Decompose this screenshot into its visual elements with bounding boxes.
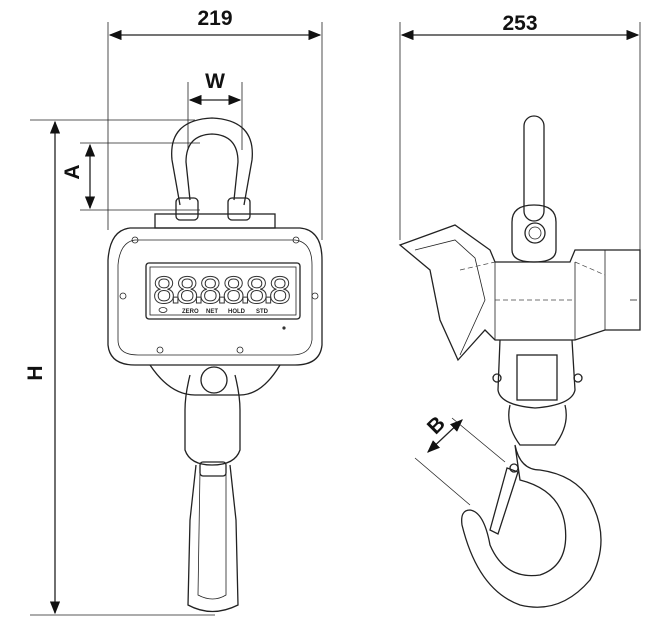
side-view xyxy=(398,115,641,608)
indicator-std: STD xyxy=(256,309,269,315)
display-digits: 8.8.8.8.8.8 xyxy=(152,271,292,316)
indicator-net: NET xyxy=(206,309,218,315)
dim-219: 219 xyxy=(197,7,232,30)
dim-a: A xyxy=(61,164,84,179)
dim-h: H xyxy=(24,365,47,380)
dimension-lines xyxy=(30,22,641,616)
indicator-hold: HOLD xyxy=(228,309,246,315)
dim-253: 253 xyxy=(502,12,537,35)
indicator-zero: ZERO xyxy=(182,309,199,315)
dim-w: W xyxy=(205,70,225,93)
front-view: 8.8.8.8.8.8 ZERO NET HOLD STD xyxy=(107,117,323,613)
